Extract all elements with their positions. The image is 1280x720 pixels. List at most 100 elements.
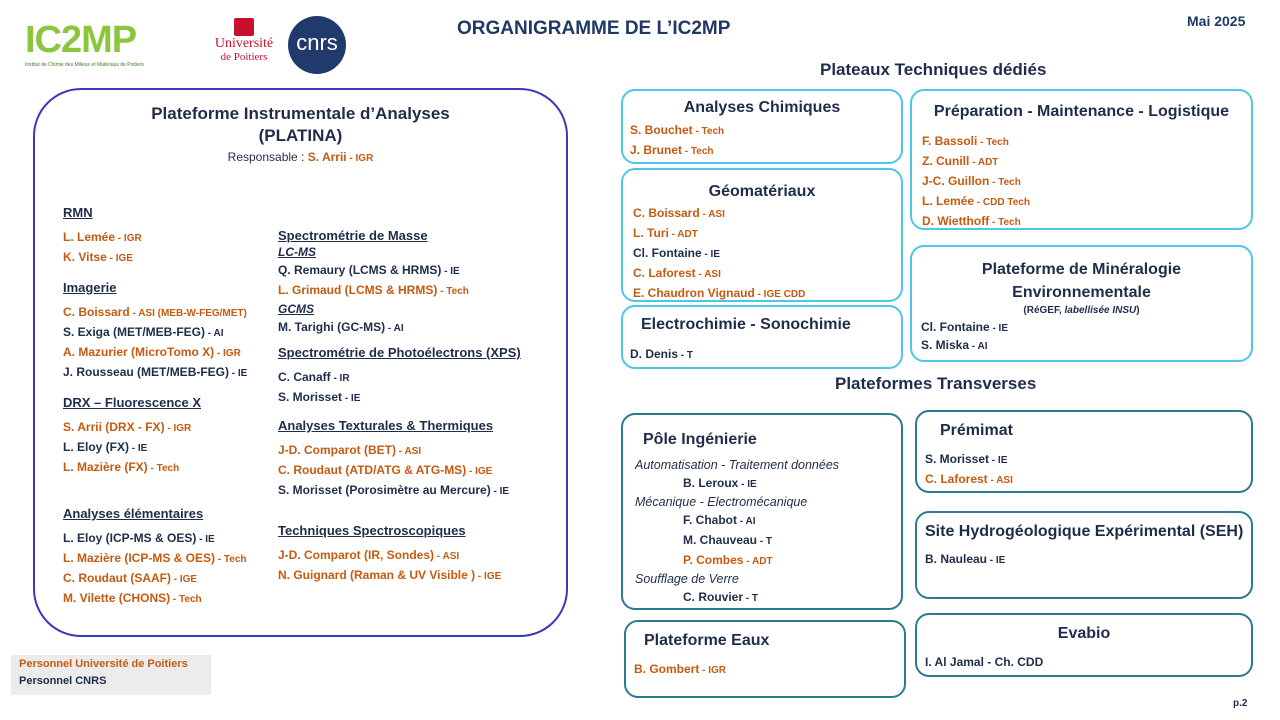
plateforme-eaux-title: Plateforme Eaux: [644, 632, 770, 649]
ic2mp-logo: IC2MP Institut de Chimie des Milieux et …: [25, 18, 185, 76]
pole-ingenierie-box: Pôle Ingénierie Automatisation - Traitem…: [621, 413, 903, 610]
category-label: Mécanique - Electromécanique: [635, 495, 808, 509]
member-role: - IE: [989, 455, 1008, 466]
member-role: - ADT: [668, 229, 698, 240]
member-name: M. Chauveau: [683, 533, 758, 547]
seh-members: B. Nauleau - IE: [925, 550, 1005, 570]
member-role: - ASI: [695, 269, 721, 280]
member-name: J-D. Comparot (BET): [278, 443, 396, 457]
legend-box: Personnel Université de Poitiers Personn…: [11, 655, 211, 695]
section-title: Techniques Spectroscopiques: [278, 523, 466, 538]
member-role: - IGR: [164, 423, 192, 434]
member-name: L. Mazière (FX): [63, 460, 148, 474]
member-role: - ASI (MEB-W-FEG/MET): [129, 308, 247, 319]
member-role: - IGR: [214, 348, 241, 359]
mineralogie-title-line2: Environnementale: [1012, 284, 1151, 301]
member-line: L. Mazière (ICP-MS & OES) - Tech: [63, 549, 278, 569]
member-line: J-C. Guillon - Tech: [922, 172, 1030, 192]
member-line: C. Laforest - ASI: [633, 264, 805, 284]
section-title: Imagerie: [63, 280, 117, 295]
preparation-box: Préparation - Maintenance - Logistique F…: [910, 89, 1253, 230]
member-line: L. Lemée - IGR: [63, 228, 278, 248]
member-line: B. Gombert - IGR: [634, 660, 726, 680]
ic2mp-logo-text: IC2MP: [25, 19, 137, 61]
subsection-title: GCMS: [278, 302, 314, 316]
member-name: Cl. Fontaine: [921, 320, 990, 334]
member-line: N. Guignard (Raman & UV Visible ) - IGE: [278, 566, 563, 586]
member-name: L. Grimaud (LCMS & HRMS): [278, 283, 438, 297]
member-line: S. Morisset - IE: [925, 450, 1013, 470]
cnrs-logo-text: cnrs: [296, 30, 338, 55]
resp-name: S. Arrii: [307, 150, 347, 164]
member-name: S. Exiga (MET/MEB-FEG): [63, 325, 206, 339]
member-line: Q. Remaury (LCMS & HRMS) - IE: [278, 261, 563, 281]
member-line: C. Laforest - ASI: [925, 470, 1013, 490]
member-line: K. Vitse - IGE: [63, 248, 278, 268]
legend-univ: Personnel Université de Poitiers: [19, 658, 188, 670]
platina-title-line2: (PLATINA): [258, 126, 343, 145]
member-line: S. Exiga (MET/MEB-FEG) - AI: [63, 323, 278, 343]
member-line: C. Boissard - ASI: [633, 204, 805, 224]
member-name: E. Chaudron Vignaud: [633, 286, 755, 300]
member-role: - ASI: [434, 551, 460, 562]
member-role: - IE: [738, 479, 757, 490]
member-role: - IGR: [115, 233, 142, 244]
member-role: - AI: [737, 516, 756, 527]
member-role: - IGE: [170, 574, 198, 585]
member-name: D. Denis: [630, 347, 679, 361]
category-label: Soufflage de Verre: [635, 572, 739, 586]
member-name: L. Mazière (ICP-MS & OES): [63, 551, 216, 565]
member-role: - AI: [205, 328, 224, 339]
member-role: - Tech: [989, 177, 1021, 188]
member-role: - IGR: [699, 665, 727, 676]
mineralogie-title: Plateforme de Minéralogie Environnementa…: [912, 258, 1251, 318]
transverses-heading: Plateformes Transverses: [835, 374, 1037, 393]
member-name: J-D. Comparot (IR, Sondes): [278, 548, 435, 562]
member-line: C. Canaff - IR: [278, 368, 563, 388]
member-line: C. Roudaut (SAAF) - IGE: [63, 569, 278, 589]
member-name: B. Nauleau: [925, 552, 988, 566]
dedies-heading: Plateaux Techniques dédiés: [820, 60, 1047, 79]
member-line: J. Brunet - Tech: [630, 141, 724, 161]
member-role: - IE: [490, 486, 510, 497]
platina-title: Plateforme Instrumentale d’Analyses (PLA…: [33, 103, 568, 164]
member-line: D. Wietthoff - Tech: [922, 212, 1030, 232]
universite-poitiers-logo: Université de Poitiers: [205, 18, 283, 70]
member-name: C. Boissard: [633, 206, 700, 220]
analyses-chimiques-title: Analyses Chimiques: [683, 99, 841, 116]
page-title: ORGANIGRAMME DE L’IC2MP: [457, 18, 731, 39]
member-role: - IGE: [466, 466, 493, 477]
member-name: M. Vilette (CHONS): [63, 591, 171, 605]
resp-role: - IGR: [346, 153, 374, 164]
member-role: - Tech: [215, 554, 247, 565]
member-name: C. Roudaut (ATD/ATG & ATG-MS): [278, 463, 467, 477]
member-name: D. Wietthoff: [922, 214, 990, 228]
member-name: L. Turi: [633, 226, 669, 240]
member-name: C. Laforest: [633, 266, 696, 280]
member-name: B. Gombert: [634, 662, 700, 676]
cnrs-logo: cnrs: [288, 16, 346, 74]
member-role: - IE: [441, 266, 460, 277]
member-name: L. Lemée: [63, 230, 116, 244]
member-role: - IR: [330, 373, 350, 384]
member-line: E. Chaudron Vignaud - IGE CDD: [633, 284, 805, 304]
member-line: L. Eloy (FX) - IE: [63, 438, 278, 458]
member-name: S. Arrii (DRX - FX): [63, 420, 165, 434]
member-role: - IE: [196, 534, 215, 545]
member-role: - IE: [987, 555, 1006, 566]
member-line: L. Lemée - CDD Tech: [922, 192, 1030, 212]
member-role: - Tech: [170, 594, 202, 605]
member-line: M. Tarighi (GC-MS) - AI: [278, 318, 563, 338]
evabio-box: Evabio I. Al Jamal - Ch. CDD: [915, 613, 1253, 677]
pole-ingenierie-title: Pôle Ingénierie: [643, 431, 757, 448]
member-line: F. Bassoli - Tech: [922, 132, 1030, 152]
platina-box: [33, 88, 568, 637]
member-role: - ADT: [969, 157, 999, 168]
member-name: B. Leroux: [683, 476, 739, 490]
